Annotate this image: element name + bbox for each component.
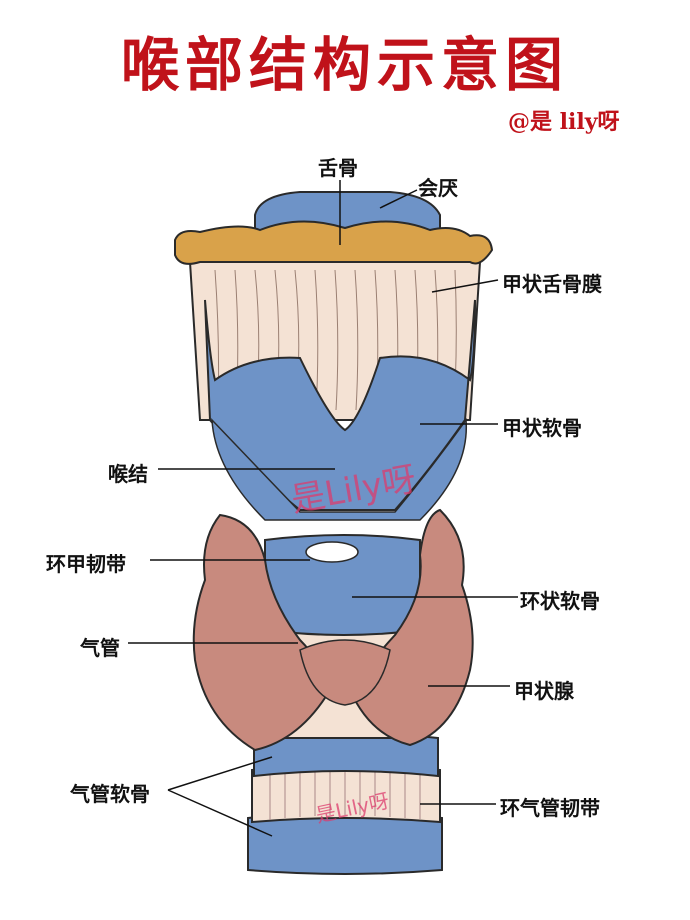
label-epiglottis: 会厌 [418, 176, 458, 200]
thyroid-cartilage-shape [204, 299, 476, 511]
label-laryngeal-prominence: 喉结 [108, 462, 148, 486]
cricothyroid-gap [305, 541, 359, 563]
label-hyoid: 舌骨 [318, 156, 358, 180]
ligament-striations [269, 767, 421, 820]
label-cricothyroid-ligament: 环甲韧带 [46, 552, 126, 576]
leader-lines [128, 180, 518, 837]
author-tag: @是 lily呀 [508, 109, 620, 135]
label-cricoid-cartilage: 环状软骨 [520, 589, 600, 613]
thyroid-isthmus [299, 639, 391, 706]
page-title: 喉部结构示意图 [120, 31, 569, 99]
thyroid-gland-left [192, 513, 332, 752]
label-thyroid-gland: 甲状腺 [514, 679, 574, 703]
label-trachea: 气管 [80, 636, 120, 660]
label-thyrohyoid-membrane: 甲状舌骨膜 [502, 272, 602, 296]
thyroid-lower-plate [211, 417, 468, 521]
label-annular-ligament: 环气管韧带 [500, 796, 600, 820]
label-thyroid-cartilage: 甲状软骨 [502, 416, 582, 440]
label-tracheal-cartilage: 气管软骨 [70, 782, 150, 806]
hyoid-bone [174, 220, 494, 265]
